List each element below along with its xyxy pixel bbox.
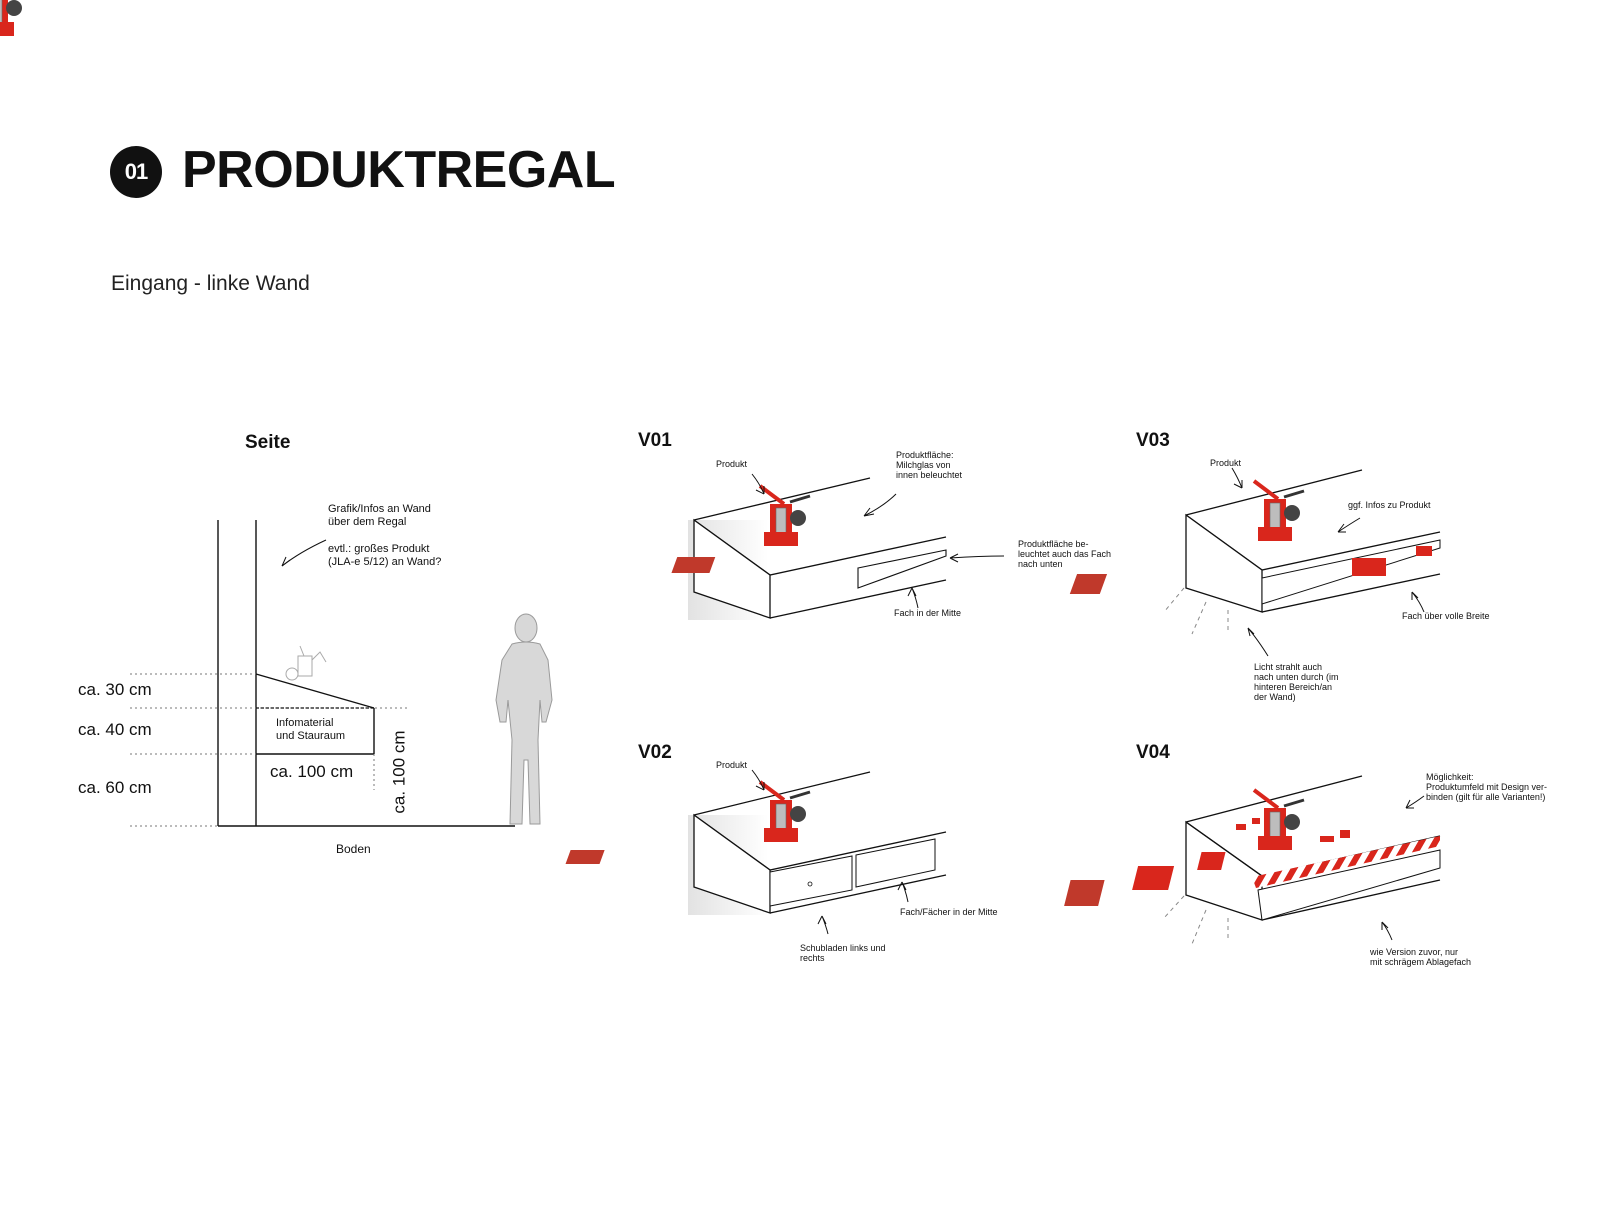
floor-label: Boden [336,842,371,856]
variant-label-v01: V01 [638,430,672,451]
v01-note-flaeche: Produktfläche: Milchglas von innen beleu… [896,450,963,480]
dim-low: ca. 60 cm [78,778,152,797]
note-storage: Infomaterial und Stauraum [276,717,346,742]
v04-counter [1064,775,1441,945]
variant-label-v02: V02 [638,742,672,763]
v04-note-moeglichkeit: Möglichkeit: Produktumfeld mit Design ve… [1426,772,1548,802]
section-number-badge: 01 [110,146,162,198]
v01-note-fach-licht: Produktfläche be- leuchtet auch das Fach… [1018,539,1112,569]
v02-note-fach: Fach/Fächer in der Mitte [900,907,998,917]
v02-note-produkt: Produkt [716,760,748,770]
product-machine [0,0,22,36]
side-view-label: Seite [245,432,291,453]
variant-label-v04: V04 [1136,742,1170,763]
v02-note-schubladen: Schubladen links und rechts [800,943,886,963]
page-subtitle: Eingang - linke Wand [111,272,310,295]
v01-counter [671,473,1005,620]
note-large-product: evtl.: großes Produkt (JLA-e 5/12) an Wa… [328,543,442,568]
v02-counter [565,769,947,935]
v03-note-produkt: Produkt [1210,458,1242,468]
v04-note-version: wie Version zuvor, nur mit schrägem Abla… [1370,947,1472,967]
page-title: PRODUKTREGAL [182,141,616,199]
variant-label-v03: V03 [1136,430,1170,451]
dim-depth: ca. 100 cm [270,762,354,781]
v03-note-fach: Fach über volle Breite [1402,611,1490,621]
dim-top: ca. 30 cm [78,680,152,699]
person-silhouette [495,613,553,825]
v03-counter [1069,467,1441,657]
v03-note-infos: ggf. Infos zu Produkt [1348,500,1431,510]
v01-note-fach: Fach in der Mitte [894,608,962,618]
dim-mid: ca. 40 cm [78,720,152,739]
v01-note-produkt: Produkt [716,459,748,469]
note-wall-graphics: Grafik/Infos an Wand über dem Regal [328,503,431,528]
v03-note-licht: Licht strahlt auch nach unten durch (im … [1254,662,1339,702]
